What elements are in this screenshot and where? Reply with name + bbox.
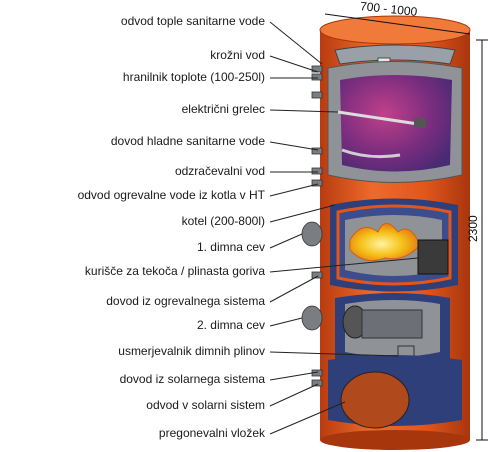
leader-lines <box>269 21 419 435</box>
solar-section <box>328 355 462 429</box>
baffle-insert <box>340 371 410 429</box>
label-solar-outlet: odvod v solarni sistem <box>146 398 265 412</box>
electric-heater <box>337 110 419 126</box>
boiler-chamber <box>330 198 458 292</box>
label-cold-sanitary-water-inlet: dovod hladne sanitarne vode <box>110 134 265 148</box>
label-flue-gas-diverter: usmerjevalnik dimnih plinov <box>118 344 265 358</box>
label-hot-sanitary-water-outlet: odvod tople sanitarne vode <box>120 14 265 28</box>
storage-tank <box>327 61 463 183</box>
burner <box>417 239 449 275</box>
label-circulation-line: krožni vod <box>210 48 265 62</box>
flue-section <box>335 293 450 369</box>
label-baffle-insert: pregonevalni vložek <box>158 426 265 440</box>
flame <box>349 223 421 262</box>
label-heating-system-inlet: dovod iz ogrevalnega sistema <box>106 294 265 308</box>
label-boiler-heating-outlet: odvod ogrevalne vode iz kotla v HT <box>77 188 265 202</box>
label-second-flue: 2. dimna cev <box>196 318 265 332</box>
dimension-height: 2300 <box>466 215 480 242</box>
label-solar-inlet: dovod iz solarnega sistema <box>119 372 265 386</box>
label-heat-storage: hranilnik toplote (100-250l) <box>122 70 265 84</box>
dimension-lines <box>324 13 488 441</box>
label-electric-heater: električni grelec <box>181 102 265 116</box>
side-pipes <box>301 65 323 387</box>
label-combustion-chamber: kurišče za tekoča / plinasta goriva <box>84 264 265 278</box>
label-venting-line: odzračevalni vod <box>174 164 265 178</box>
label-first-flue: 1. dimna cev <box>196 240 265 254</box>
label-boiler: kotel (200-800l) <box>181 214 265 228</box>
